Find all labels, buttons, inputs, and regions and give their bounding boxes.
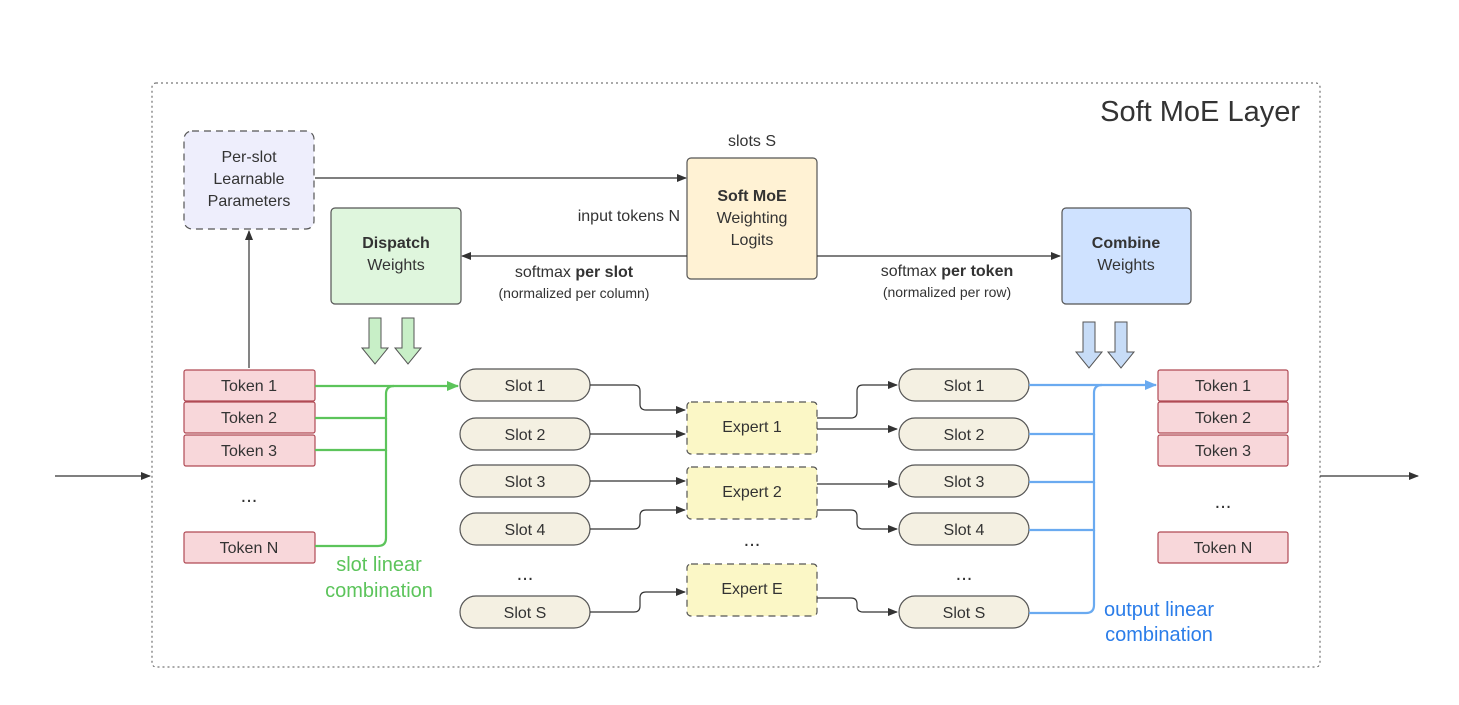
output-slot-4: Slot 4 bbox=[898, 512, 1030, 546]
output-slot-ellipsis: ... bbox=[956, 563, 973, 585]
dispatch-down-arrow-1 bbox=[360, 317, 390, 365]
input-slot-1-label: Slot 1 bbox=[505, 378, 546, 395]
expert-to-slot-connectors bbox=[817, 381, 898, 616]
output-slot-4-label: Slot 4 bbox=[944, 522, 985, 539]
input-token-n: Token N bbox=[183, 531, 316, 564]
input-slot-3: Slot 3 bbox=[459, 464, 591, 498]
weighting-logits-box: Soft MoE Weighting Logits bbox=[686, 157, 818, 280]
input-slot-s: Slot S bbox=[459, 595, 591, 629]
combine-softmax-bold: per token bbox=[941, 263, 1013, 280]
output-slot-3-label: Slot 3 bbox=[944, 474, 985, 491]
input-token-1-label: Token 1 bbox=[221, 378, 277, 395]
dispatch-softmax-bold: per slot bbox=[575, 264, 633, 281]
dispatch-softmax-prefix: softmax bbox=[515, 264, 575, 281]
output-token-n: Token N bbox=[1157, 531, 1289, 564]
expert-e-label: Expert E bbox=[721, 581, 782, 598]
output-slot-1: Slot 1 bbox=[898, 368, 1030, 402]
combine-down-arrow-1 bbox=[1074, 321, 1104, 369]
combine-softmax-note: (normalized per row) bbox=[883, 284, 1011, 300]
output-slot-s-label: Slot S bbox=[943, 605, 986, 622]
combine-line1: Combine bbox=[1092, 235, 1161, 252]
dispatch-line2: Weights bbox=[367, 257, 425, 274]
combine-softmax-label: softmax per token bbox=[881, 263, 1013, 280]
input-token-2: Token 2 bbox=[183, 401, 316, 434]
input-slot-2-label: Slot 2 bbox=[505, 427, 546, 444]
output-token-1-label: Token 1 bbox=[1195, 378, 1251, 395]
output-slot-s: Slot S bbox=[898, 595, 1030, 629]
slot-combination-line2: combination bbox=[325, 580, 433, 602]
slots-s-label: slots S bbox=[728, 133, 776, 150]
expert-e: Expert E bbox=[686, 563, 818, 617]
slot-linear-combination-lines bbox=[315, 381, 459, 548]
expert-2-label: Expert 2 bbox=[722, 484, 782, 501]
combine-line2: Weights bbox=[1097, 257, 1155, 274]
dispatch-softmax-label: softmax per slot bbox=[515, 264, 634, 281]
output-combination-line2: combination bbox=[1105, 624, 1213, 646]
expert-1: Expert 1 bbox=[686, 401, 818, 455]
input-slot-4: Slot 4 bbox=[459, 512, 591, 546]
logits-line3: Logits bbox=[731, 232, 774, 249]
logits-line1: Soft MoE bbox=[717, 188, 787, 205]
per-slot-params-line1: Per-slot bbox=[221, 149, 277, 166]
input-slot-s-label: Slot S bbox=[504, 605, 547, 622]
output-token-1: Token 1 bbox=[1157, 369, 1289, 402]
input-slot-1: Slot 1 bbox=[459, 368, 591, 402]
input-slot-2: Slot 2 bbox=[459, 417, 591, 451]
output-slot-2-label: Slot 2 bbox=[944, 427, 985, 444]
input-slot-ellipsis: ... bbox=[517, 563, 534, 585]
output-linear-combination-lines bbox=[1029, 380, 1157, 615]
layer-title: Soft MoE Layer bbox=[1100, 96, 1300, 128]
per-slot-params-line2: Learnable bbox=[213, 171, 284, 188]
logits-line2: Weighting bbox=[717, 210, 788, 227]
combine-down-arrow-2 bbox=[1106, 321, 1136, 369]
output-token-n-label: Token N bbox=[1194, 540, 1253, 557]
combine-softmax-prefix: softmax bbox=[881, 263, 941, 280]
slot-combination-line1: slot linear bbox=[336, 554, 422, 576]
input-token-ellipsis: ... bbox=[241, 485, 258, 507]
output-slot-2: Slot 2 bbox=[898, 417, 1030, 451]
per-slot-params-box: Per-slot Learnable Parameters bbox=[183, 130, 315, 230]
input-token-1: Token 1 bbox=[183, 369, 316, 402]
input-slot-3-label: Slot 3 bbox=[505, 474, 546, 491]
output-token-3: Token 3 bbox=[1157, 434, 1289, 467]
per-slot-params-line3: Parameters bbox=[208, 193, 291, 210]
expert-ellipsis: ... bbox=[744, 529, 761, 551]
dispatch-weights-box: Dispatch Weights bbox=[330, 207, 462, 305]
soft-moe-layer-frame bbox=[151, 82, 1321, 668]
dispatch-line1: Dispatch bbox=[362, 235, 430, 252]
output-token-ellipsis: ... bbox=[1215, 491, 1232, 513]
input-token-3: Token 3 bbox=[183, 434, 316, 467]
input-slot-4-label: Slot 4 bbox=[505, 522, 546, 539]
dispatch-softmax-note: (normalized per column) bbox=[499, 285, 650, 301]
input-token-2-label: Token 2 bbox=[221, 410, 277, 427]
slot-to-expert-connectors bbox=[590, 384, 686, 613]
input-token-3-label: Token 3 bbox=[221, 443, 277, 460]
output-token-2: Token 2 bbox=[1157, 401, 1289, 434]
combine-weights-box: Combine Weights bbox=[1061, 207, 1192, 305]
output-slot-3: Slot 3 bbox=[898, 464, 1030, 498]
output-combination-line1: output linear bbox=[1104, 599, 1214, 621]
output-slot-1-label: Slot 1 bbox=[944, 378, 985, 395]
output-token-2-label: Token 2 bbox=[1195, 410, 1251, 427]
output-token-3-label: Token 3 bbox=[1195, 443, 1251, 460]
input-token-n-label: Token N bbox=[220, 540, 279, 557]
expert-2: Expert 2 bbox=[686, 466, 818, 520]
dispatch-down-arrow-2 bbox=[393, 317, 423, 365]
input-tokens-n-label: input tokens N bbox=[578, 208, 680, 225]
expert-1-label: Expert 1 bbox=[722, 419, 782, 436]
